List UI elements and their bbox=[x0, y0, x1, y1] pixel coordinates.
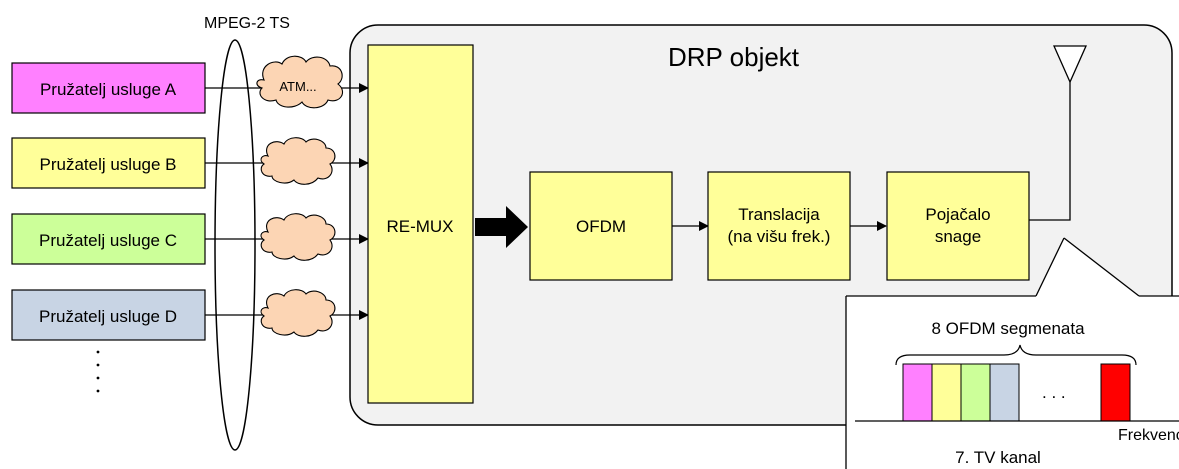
ofdm-label: OFDM bbox=[576, 217, 626, 236]
antenna-icon bbox=[1029, 45, 1088, 221]
segment-c2 bbox=[989, 363, 1020, 422]
translation-block bbox=[707, 171, 851, 281]
remux-to-ofdm-arrow bbox=[475, 206, 528, 248]
provider-d-label: Pružatelj usluge D bbox=[39, 307, 177, 326]
amplifier-block bbox=[886, 171, 1030, 281]
segment-last bbox=[1100, 363, 1131, 422]
amplifier-label-line2: snage bbox=[935, 227, 981, 246]
frequency-axis-label: Frekvencija bbox=[1118, 427, 1179, 444]
network-cloud-d bbox=[260, 289, 336, 337]
network-cloud-b bbox=[260, 137, 336, 185]
mpeg-ts-ellipse bbox=[214, 39, 256, 451]
remux-label: RE-MUX bbox=[386, 217, 453, 236]
segments-ellipsis: . . . bbox=[1042, 383, 1066, 402]
provider-d: Pružatelj usluge D bbox=[11, 289, 206, 341]
provider-a-box bbox=[11, 62, 206, 114]
callout-edge-left bbox=[1035, 237, 1065, 297]
remux-block bbox=[367, 44, 474, 404]
segments-brace bbox=[895, 344, 1137, 366]
cloud-label: ATM... bbox=[279, 79, 316, 94]
network-cloud-c bbox=[260, 213, 336, 261]
provider-c-label: Pružatelj usluge C bbox=[39, 231, 177, 250]
provider-b-box bbox=[11, 137, 206, 189]
ofdm-block bbox=[529, 171, 673, 281]
translation-label-line2: (na višu frek.) bbox=[728, 227, 831, 246]
segment-c1 bbox=[960, 363, 991, 422]
drp-title: DRP objekt bbox=[668, 42, 800, 72]
provider-b: Pružatelj usluge B bbox=[11, 137, 206, 189]
more-providers-dots bbox=[96, 350, 100, 393]
network-cloud-a: ATM... bbox=[256, 55, 343, 109]
segment-a bbox=[902, 363, 933, 422]
callout-edge-right bbox=[1063, 237, 1140, 297]
segment-b bbox=[931, 363, 962, 422]
segments-label: 8 OFDM segmenata bbox=[931, 319, 1085, 338]
channel-label: 7. TV kanal bbox=[955, 448, 1041, 467]
provider-d-box bbox=[11, 289, 206, 341]
translation-label-line1: Translacija bbox=[738, 205, 820, 224]
provider-a: Pružatelj usluge A bbox=[11, 62, 206, 114]
provider-a-label: Pružatelj usluge A bbox=[40, 80, 177, 99]
provider-c-box bbox=[11, 213, 206, 265]
mpeg-label: MPEG-2 TS bbox=[204, 15, 290, 32]
provider-c: Pružatelj usluge C bbox=[11, 213, 206, 265]
provider-b-label: Pružatelj usluge B bbox=[39, 155, 176, 174]
amplifier-label-line1: Pojačalo bbox=[925, 205, 990, 224]
